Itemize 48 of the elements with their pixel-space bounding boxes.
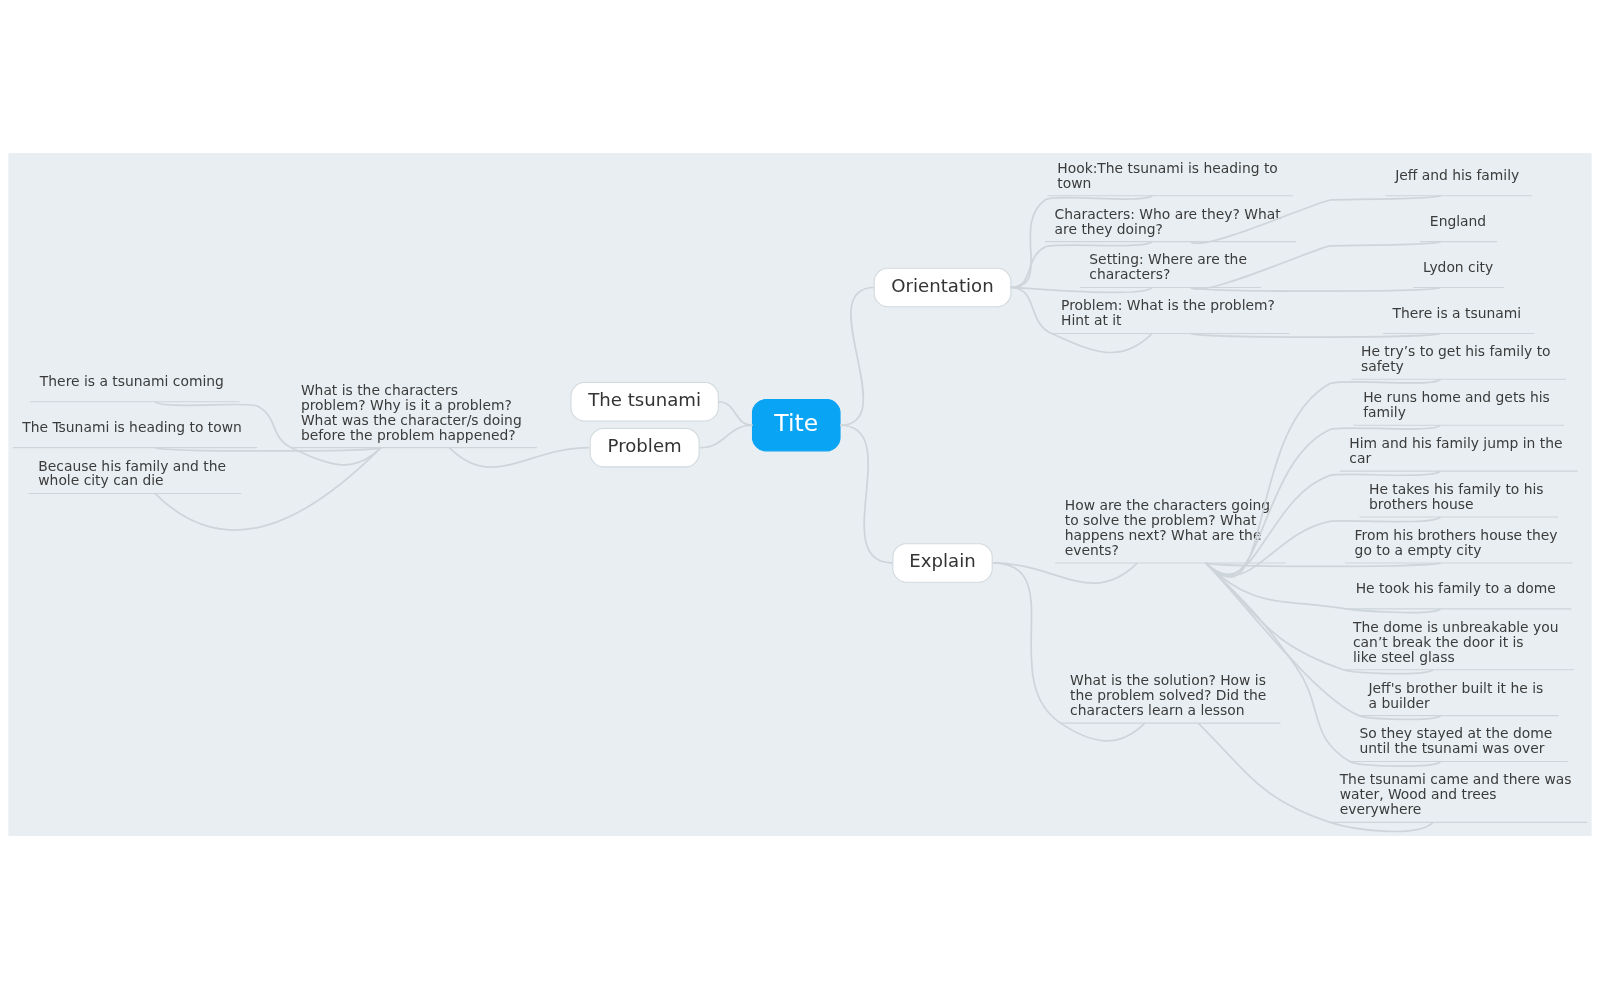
connector: [1197, 722, 1434, 833]
connector: [1204, 516, 1442, 577]
connector: [1204, 378, 1442, 578]
node-text: He try’s to get his family to safety: [1361, 343, 1551, 375]
node-text: He runs home and gets his family: [1363, 389, 1550, 421]
node-text: England: [1429, 213, 1487, 230]
connector: [1189, 194, 1442, 245]
connector: [154, 400, 382, 466]
node-text: Jeff and his family: [1395, 167, 1520, 184]
node-text: From his brothers house they go to a empty city: [1354, 526, 1558, 558]
node-text: What is the solution? How is the problem solved? Did the characters learn a lesson: [1070, 672, 1267, 718]
node-text: So they stayed at the dome until the tsunami was over: [1359, 725, 1553, 757]
node-box: Problem: [589, 427, 700, 468]
node-text: Him and his family jump in the car: [1349, 435, 1563, 467]
node-text: Jeff's brother built it he is a builder: [1368, 679, 1544, 711]
connector: [1204, 562, 1442, 568]
node-box: The tsunami: [570, 382, 719, 422]
connector: [1204, 562, 1442, 721]
node-text: The dome is unbreakable you can’t break the door it is like steel glass: [1353, 618, 1559, 665]
connector: [1204, 562, 1442, 614]
node-box: Orientation: [873, 267, 1012, 308]
connector: [1010, 240, 1154, 289]
node-text: Because his family and the whole city can die: [38, 457, 227, 489]
node-text: The Tsunami is heading to town: [22, 419, 242, 436]
connector: [839, 286, 876, 427]
connector: [1204, 424, 1442, 577]
connector: [699, 424, 754, 449]
connector: [448, 446, 590, 469]
connector: [154, 446, 382, 531]
node-text: There is a tsunami: [1392, 304, 1522, 321]
node-text: He takes his family to his brothers house: [1369, 480, 1544, 512]
node-text: He took his family to a dome: [1355, 580, 1556, 597]
node-text: Problem: What is the problem? Hint at it: [1061, 297, 1275, 329]
node-text: Setting: Where are the characters?: [1089, 251, 1247, 283]
node-text: Lydon city: [1422, 258, 1494, 275]
node-text: What is the characters problem? Why is it a problem? What was the character/s doing before the problem happened?: [300, 381, 522, 443]
connector: [1204, 562, 1442, 767]
node-box: Tite: [751, 399, 841, 452]
connector: [1010, 194, 1154, 289]
node-text: Characters: Who are they? What are they doing?: [1054, 205, 1281, 237]
node-box: Explain: [892, 543, 993, 583]
node-text: There is a tsunami coming: [39, 373, 224, 390]
node-text: Hook:The tsunami is heading to town: [1057, 159, 1278, 191]
connector: [154, 446, 382, 452]
node-text: The tsunami came and there was water, Wood and trees everywhere: [1339, 771, 1572, 818]
connector: [1189, 332, 1442, 338]
connector: [1204, 470, 1442, 576]
connector: [839, 424, 894, 564]
